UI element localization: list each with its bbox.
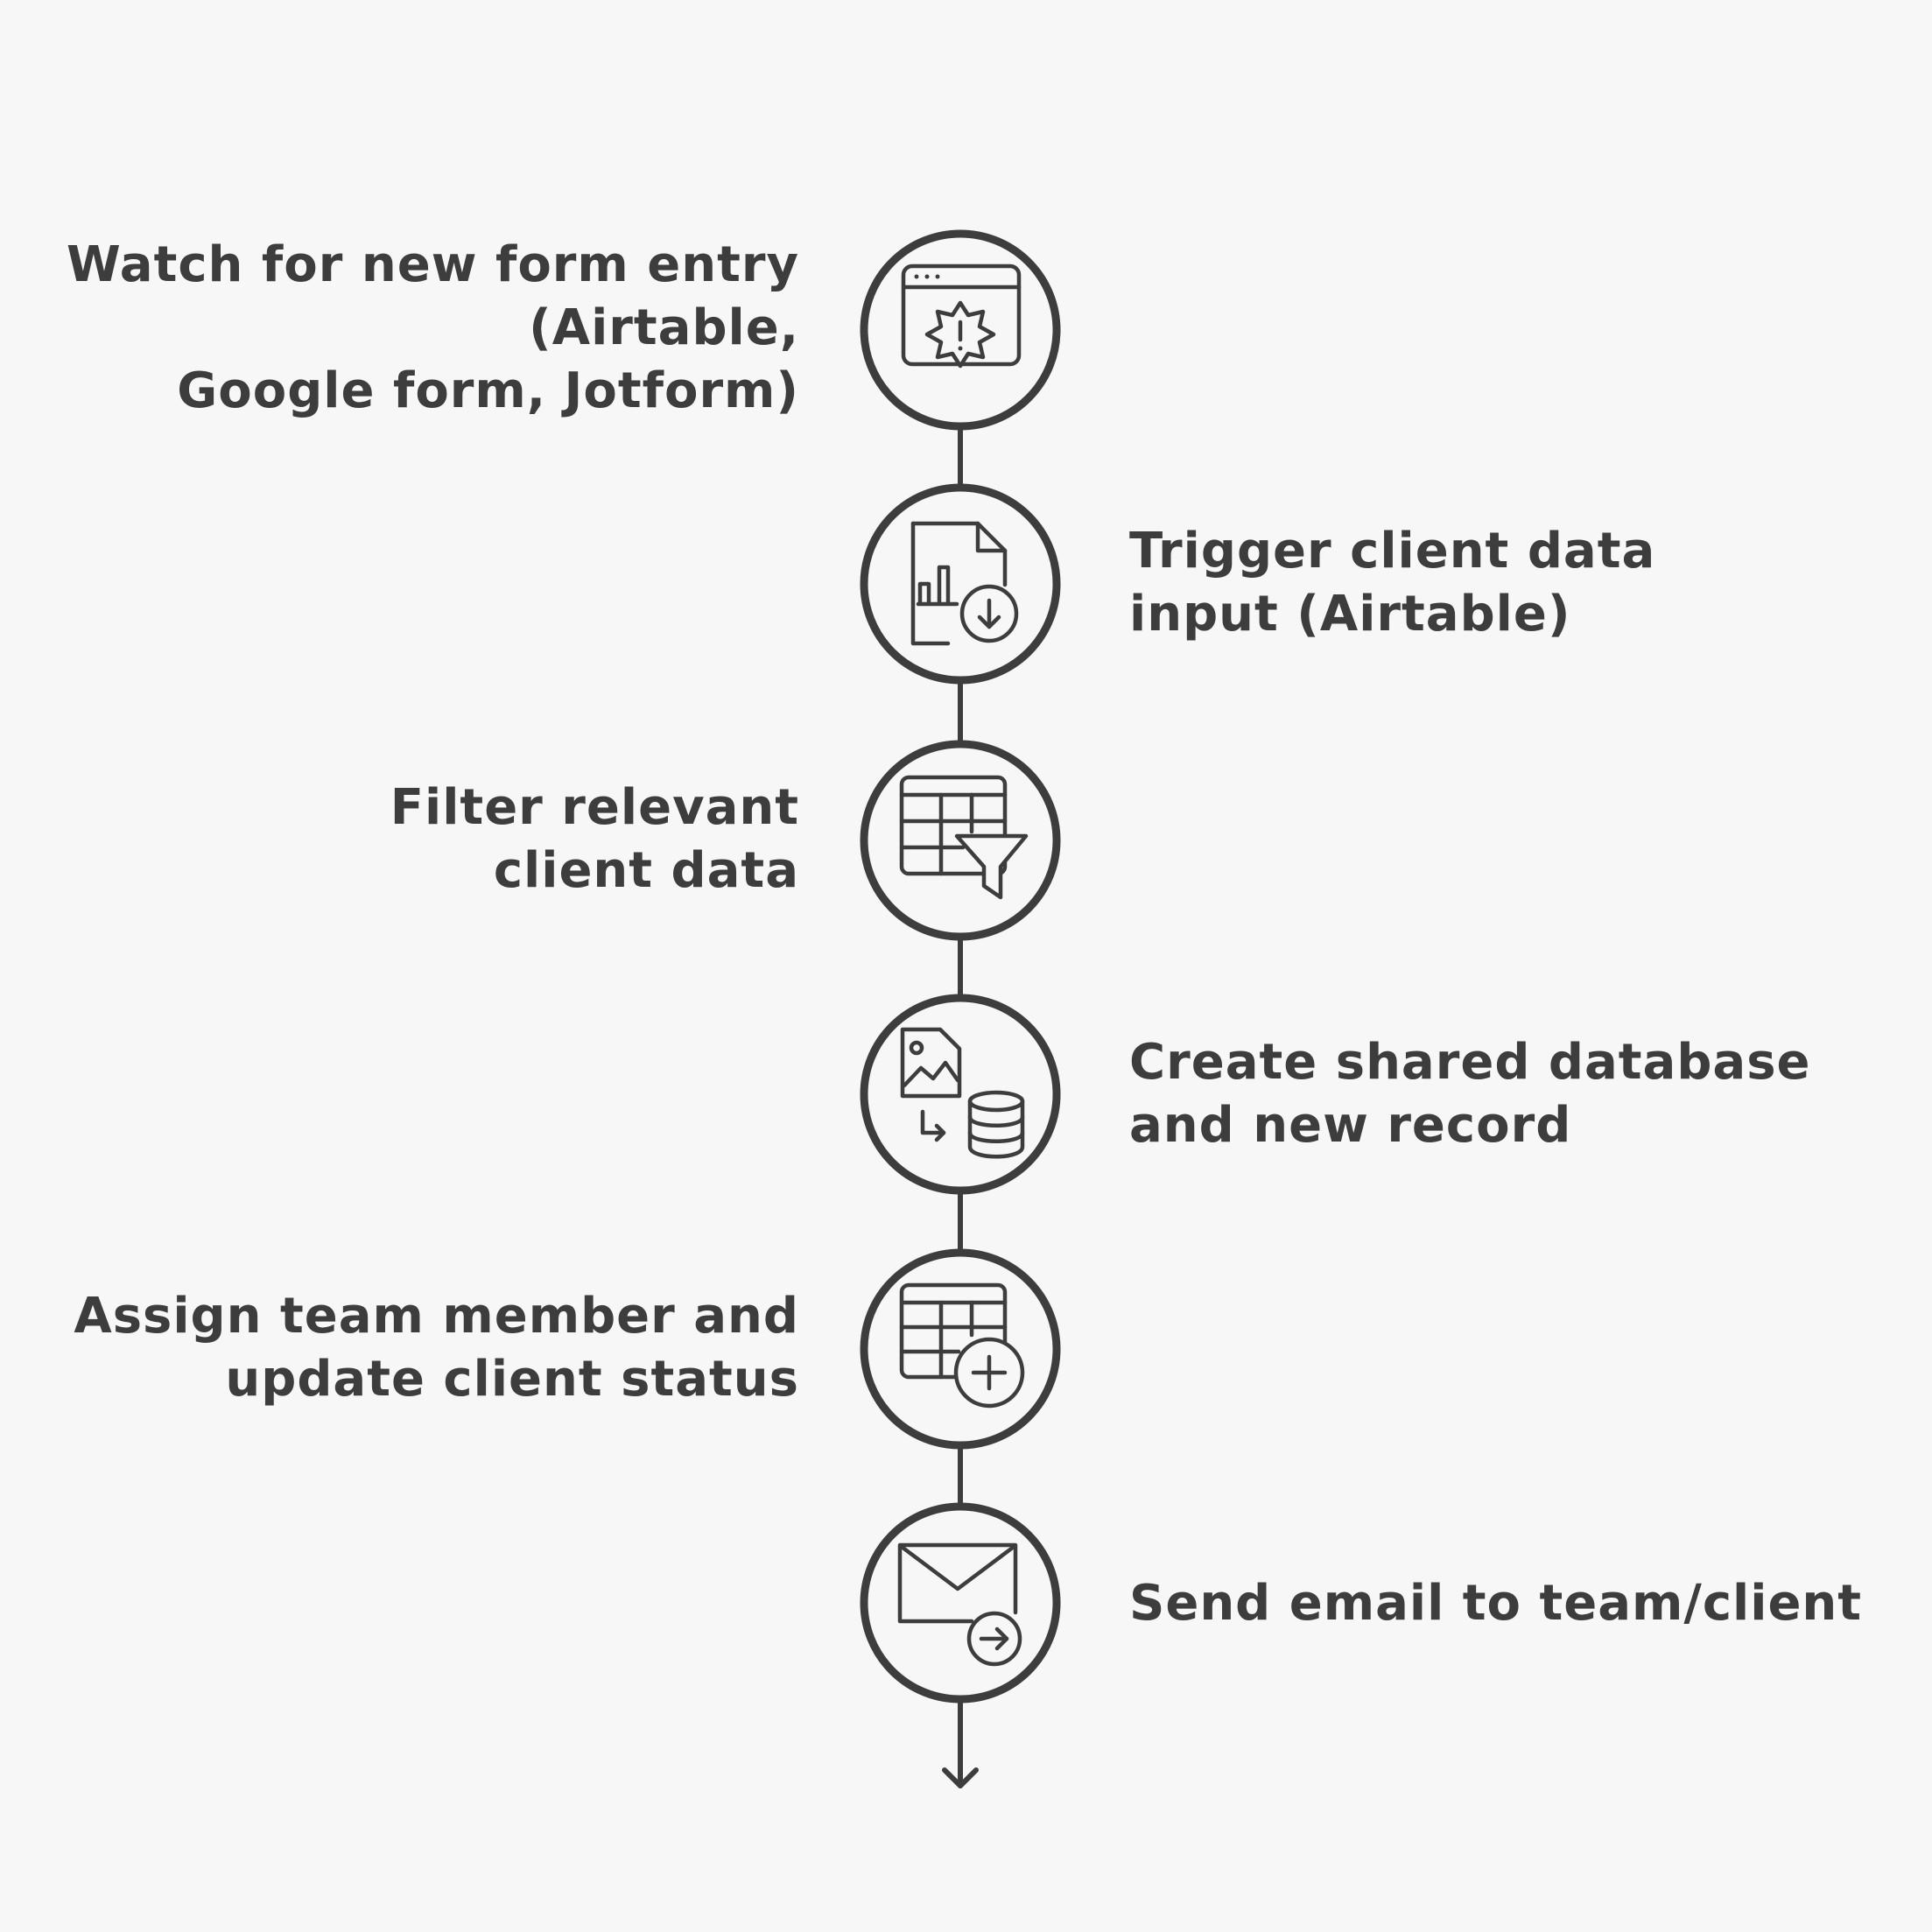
step-6-circle — [860, 1502, 1061, 1704]
step-4-node — [860, 994, 1061, 1195]
step-1-node — [860, 229, 1061, 431]
step-4-circle — [860, 994, 1061, 1195]
step-5-label-line-1: Assign team member and — [74, 1288, 799, 1345]
step-1-circle — [860, 229, 1061, 431]
step-2-circle — [860, 483, 1061, 685]
step-4-label-line-2: and new record — [1129, 1097, 1572, 1154]
step-6-label-line-1: Send email to team/client — [1129, 1575, 1863, 1632]
step-3-label-line-1: Filter relevant — [390, 779, 799, 836]
step-5-circle — [860, 1248, 1061, 1450]
step-4-label: Create shared database and new record — [1129, 1031, 1811, 1157]
step-2-label-line-2: input (Airtable) — [1129, 586, 1571, 643]
step-1-label-line-2: (Airtable, — [529, 299, 799, 356]
step-1-label-line-3: Google form, Jotform) — [177, 362, 799, 419]
step-5-node — [860, 1248, 1061, 1450]
table-filter-icon — [899, 775, 1029, 900]
step-3-node — [860, 740, 1061, 941]
mail-send-icon — [897, 1542, 1022, 1667]
step-2-node — [860, 483, 1061, 685]
step-5-label: Assign team member and update client sta… — [74, 1285, 799, 1411]
arrow-down-icon — [942, 1767, 979, 1788]
image-to-database-icon — [900, 1027, 1025, 1159]
document-download-icon — [910, 521, 1019, 646]
step-2-label-line-1: Trigger client data — [1129, 523, 1656, 580]
step-3-label: Filter relevant client data — [390, 776, 799, 903]
step-1-label-line-1: Watch for new form entry — [67, 236, 799, 293]
step-5-label-line-2: update client status — [225, 1351, 799, 1408]
table-add-icon — [899, 1282, 1025, 1409]
step-6-label: Send email to team/client — [1129, 1572, 1862, 1635]
step-3-label-line-2: client data — [493, 842, 799, 899]
step-4-label-line-1: Create shared database — [1129, 1034, 1811, 1091]
connector-lines — [942, 424, 979, 1788]
step-1-label: Watch for new form entry (Airtable, Goog… — [67, 234, 799, 423]
step-3-circle — [860, 740, 1061, 941]
step-6-node — [860, 1502, 1061, 1704]
step-2-label: Trigger client data input (Airtable) — [1129, 520, 1655, 646]
browser-alert-icon — [901, 263, 1022, 369]
